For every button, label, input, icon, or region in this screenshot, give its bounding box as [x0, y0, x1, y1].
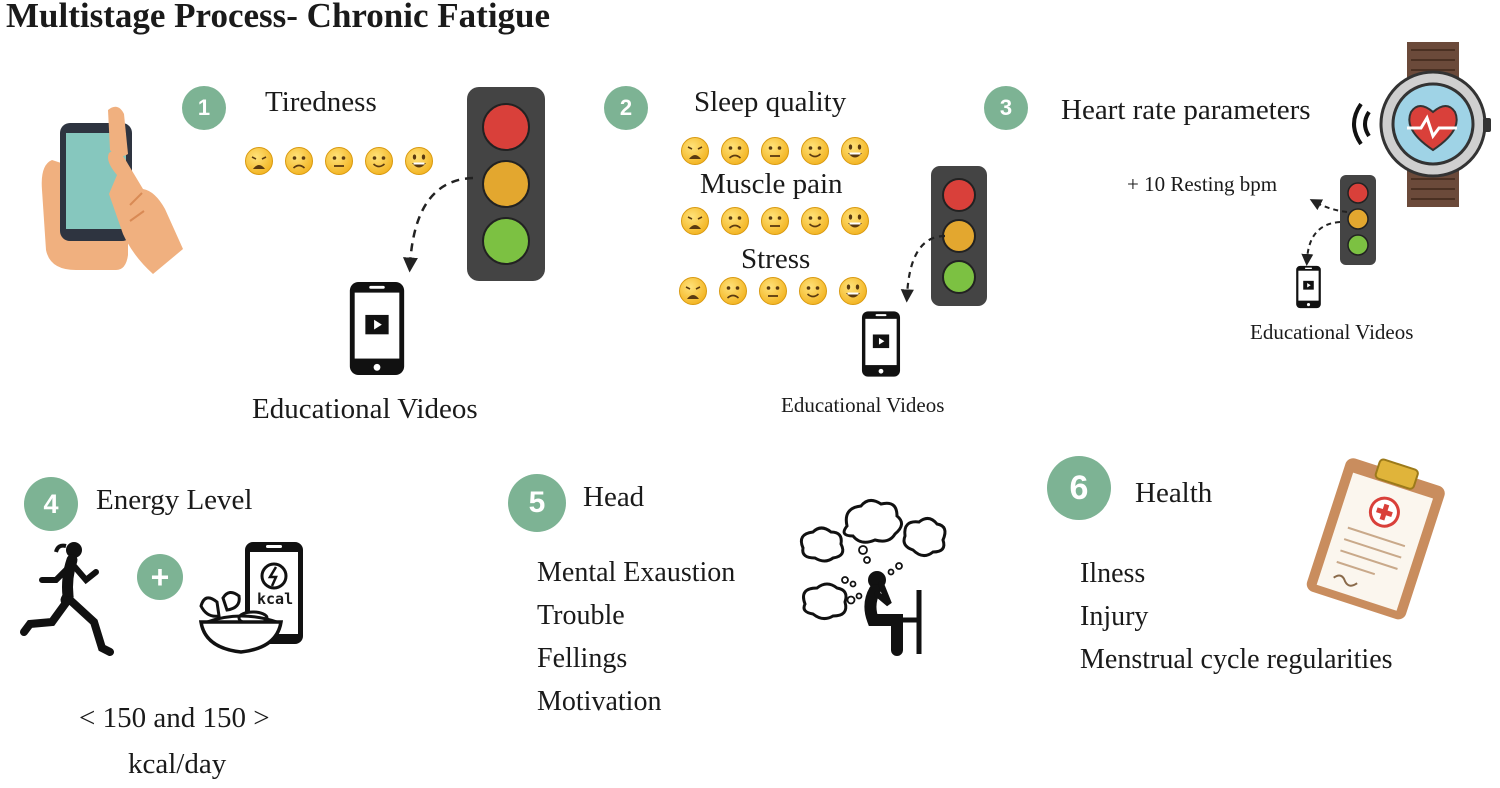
- stress-emoji-scale: [678, 276, 878, 306]
- step-6-badge: 6: [1047, 456, 1111, 520]
- tired-face-icon: [244, 146, 274, 176]
- step-4-label: Energy Level: [96, 484, 253, 516]
- tired-face-icon: [678, 276, 708, 306]
- traffic-light-icon: [1340, 175, 1376, 265]
- arrow-to-videos: [1301, 221, 1341, 266]
- muscle-emoji-scale: [680, 206, 880, 236]
- step-4-badge: 4: [24, 477, 78, 531]
- grin-face-icon: [838, 276, 868, 306]
- list-item: Injury: [1080, 601, 1149, 632]
- arrow-to-videos: [900, 234, 946, 303]
- kcal-text: kcal: [257, 590, 294, 608]
- step-5-badge: 5: [508, 474, 566, 532]
- health-items-list: Ilness Injury Menstrual cycle regulariti…: [1080, 552, 1393, 681]
- step-3-video-label: Educational Videos: [1250, 320, 1414, 344]
- list-item: Mental Exaustion: [537, 557, 736, 588]
- tired-face-icon: [680, 136, 710, 166]
- step-2-badge: 2: [604, 86, 648, 130]
- sad-face-icon: [720, 206, 750, 236]
- list-item: Trouble: [537, 600, 625, 631]
- resting-bpm-note: + 10 Resting bpm: [1127, 172, 1278, 196]
- sleep-emoji-scale: [680, 136, 880, 166]
- kcal-range: < 150 and 150 >: [79, 702, 270, 734]
- step-2-video-label: Educational Videos: [781, 393, 945, 417]
- step-1-video-label: Educational Videos: [252, 393, 478, 425]
- muscle-pain-label: Muscle pain: [700, 168, 843, 200]
- smile-face-icon: [798, 276, 828, 306]
- head-items-list: Mental Exaustion Trouble Fellings Motiva…: [537, 551, 735, 723]
- grin-face-icon: [840, 136, 870, 166]
- sad-face-icon: [284, 146, 314, 176]
- smartwatch-heart-icon: [1352, 42, 1491, 207]
- list-item: Fellings: [537, 643, 628, 674]
- step-5-label: Head: [583, 481, 645, 513]
- step-3-badge: 3: [984, 86, 1028, 130]
- neutral-face-icon: [758, 276, 788, 306]
- neutral-face-icon: [760, 136, 790, 166]
- video-phone-icon: [347, 280, 407, 377]
- list-item: Motivation: [537, 686, 662, 717]
- neutral-face-icon: [760, 206, 790, 236]
- food-bowl-icon: [198, 591, 284, 654]
- sleep-quality-label: Sleep quality: [694, 86, 847, 118]
- video-phone-icon: [860, 310, 902, 378]
- thinking-person-icon: [799, 499, 947, 656]
- phone-hands-icon: [41, 106, 183, 274]
- clipboard-icon: [1306, 458, 1445, 620]
- neutral-face-icon: [324, 146, 354, 176]
- runner-icon: [20, 542, 114, 656]
- page-title: Multistage Process- Chronic Fatigue: [6, 0, 551, 35]
- sad-face-icon: [720, 136, 750, 166]
- arrow-to-videos: [402, 176, 474, 273]
- step-3-label: Heart rate parameters: [1061, 94, 1311, 126]
- traffic-light-icon: [931, 166, 987, 306]
- list-item: Ilness: [1080, 558, 1146, 589]
- step-1-label: Tiredness: [265, 86, 377, 118]
- sad-face-icon: [718, 276, 748, 306]
- arrow-to-note: [1309, 199, 1348, 213]
- step-1-badge: 1: [182, 86, 226, 130]
- plus-icon: +: [137, 554, 183, 600]
- traffic-light-icon: [467, 87, 545, 281]
- kcal-unit: kcal/day: [128, 748, 227, 780]
- step-6-label: Health: [1135, 477, 1213, 509]
- smile-face-icon: [800, 136, 830, 166]
- smile-face-icon: [364, 146, 394, 176]
- list-item: Menstrual cycle regularities: [1080, 644, 1393, 675]
- stress-label: Stress: [741, 243, 811, 275]
- video-phone-icon: [1295, 265, 1322, 309]
- grin-face-icon: [840, 206, 870, 236]
- tired-face-icon: [680, 206, 710, 236]
- smile-face-icon: [800, 206, 830, 236]
